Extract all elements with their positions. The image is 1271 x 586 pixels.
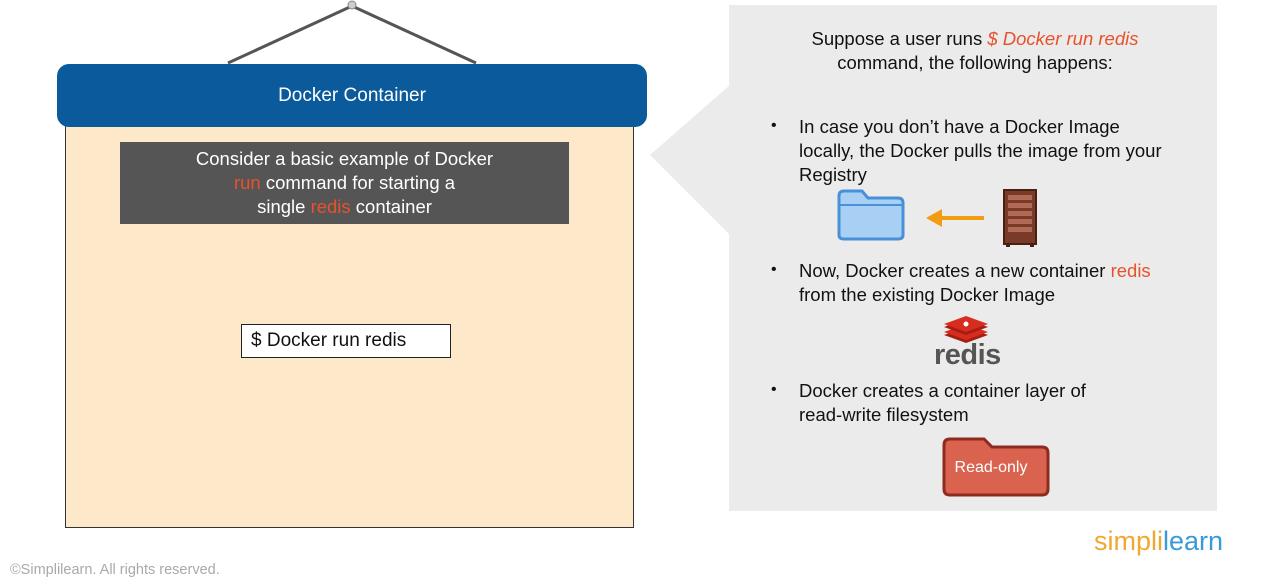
example-description-box: Consider a basic example of Docker run c… [120,142,569,224]
bullet-2-redis-keyword: redis [1110,260,1151,281]
bullet-container-layer: Docker creates a container layer of read… [799,379,1086,427]
bullet-2-line-1: Now, Docker creates a new container redi… [799,259,1151,283]
example-line-2-rest: command for starting a [260,172,456,193]
board-header: Docker Container [57,64,647,127]
example-run-keyword: run [233,172,261,193]
redis-logo-text: redis [934,339,1001,371]
readonly-folder-icon [942,437,1050,497]
callout-title: Suppose a user runs $ Docker run redis c… [760,27,1190,75]
example-redis-keyword: redis [310,196,351,217]
callout-title-command: $ Docker run redis [987,28,1139,49]
simplilearn-logo: simplilearn [1094,526,1223,557]
command-box: $ Docker run redis [241,324,451,358]
example-line-1: Consider a basic example of Docker [195,148,494,169]
bullet-dot-1: • [771,117,777,134]
registry-server-icon [1003,189,1037,247]
arrow-left-icon [926,209,984,227]
example-line-3-post: container [350,196,432,217]
bullet-create-container: Now, Docker creates a new container redi… [799,259,1151,307]
example-line-2: run command for starting a [120,171,569,195]
brand-part-i: i [1157,526,1164,556]
callout-pointer [650,85,730,235]
bullet-1-line-2: locally, the Docker pulls the image from… [799,140,1162,161]
bullet-2-line-2: from the existing Docker Image [799,284,1056,305]
folder-icon [837,189,905,241]
callout-title-line-1: Suppose a user runs $ Docker run redis [760,27,1190,51]
brand-part-simpl: simpl [1094,526,1158,556]
bullet-dot-3: • [771,381,777,398]
explanation-callout [729,5,1217,511]
bullet-1-line-1: In case you don’t have a Docker Image [799,116,1120,137]
example-line-3: single redis container [120,195,569,219]
bullet-2-line-1-pre: Now, Docker creates a new container [799,260,1111,281]
bullet-3-line-1: Docker creates a container layer of [799,380,1086,401]
bullet-3-line-2: read-write filesystem [799,404,969,425]
redis-logo-icon [944,316,988,343]
copyright-text: ©Simplilearn. All rights reserved. [10,562,220,578]
readonly-label: Read-only [954,459,1028,476]
hanger-wire [227,0,477,65]
example-line-3-pre: single [257,196,311,217]
bullet-dot-2: • [771,261,777,278]
callout-title-pre: Suppose a user runs [811,28,988,49]
callout-title-line-2: command, the following happens: [837,52,1113,73]
brand-part-learn: learn [1163,526,1224,556]
bullet-pull-image: In case you don’t have a Docker Image lo… [799,115,1162,187]
bullet-1-line-3: Registry [799,164,867,185]
